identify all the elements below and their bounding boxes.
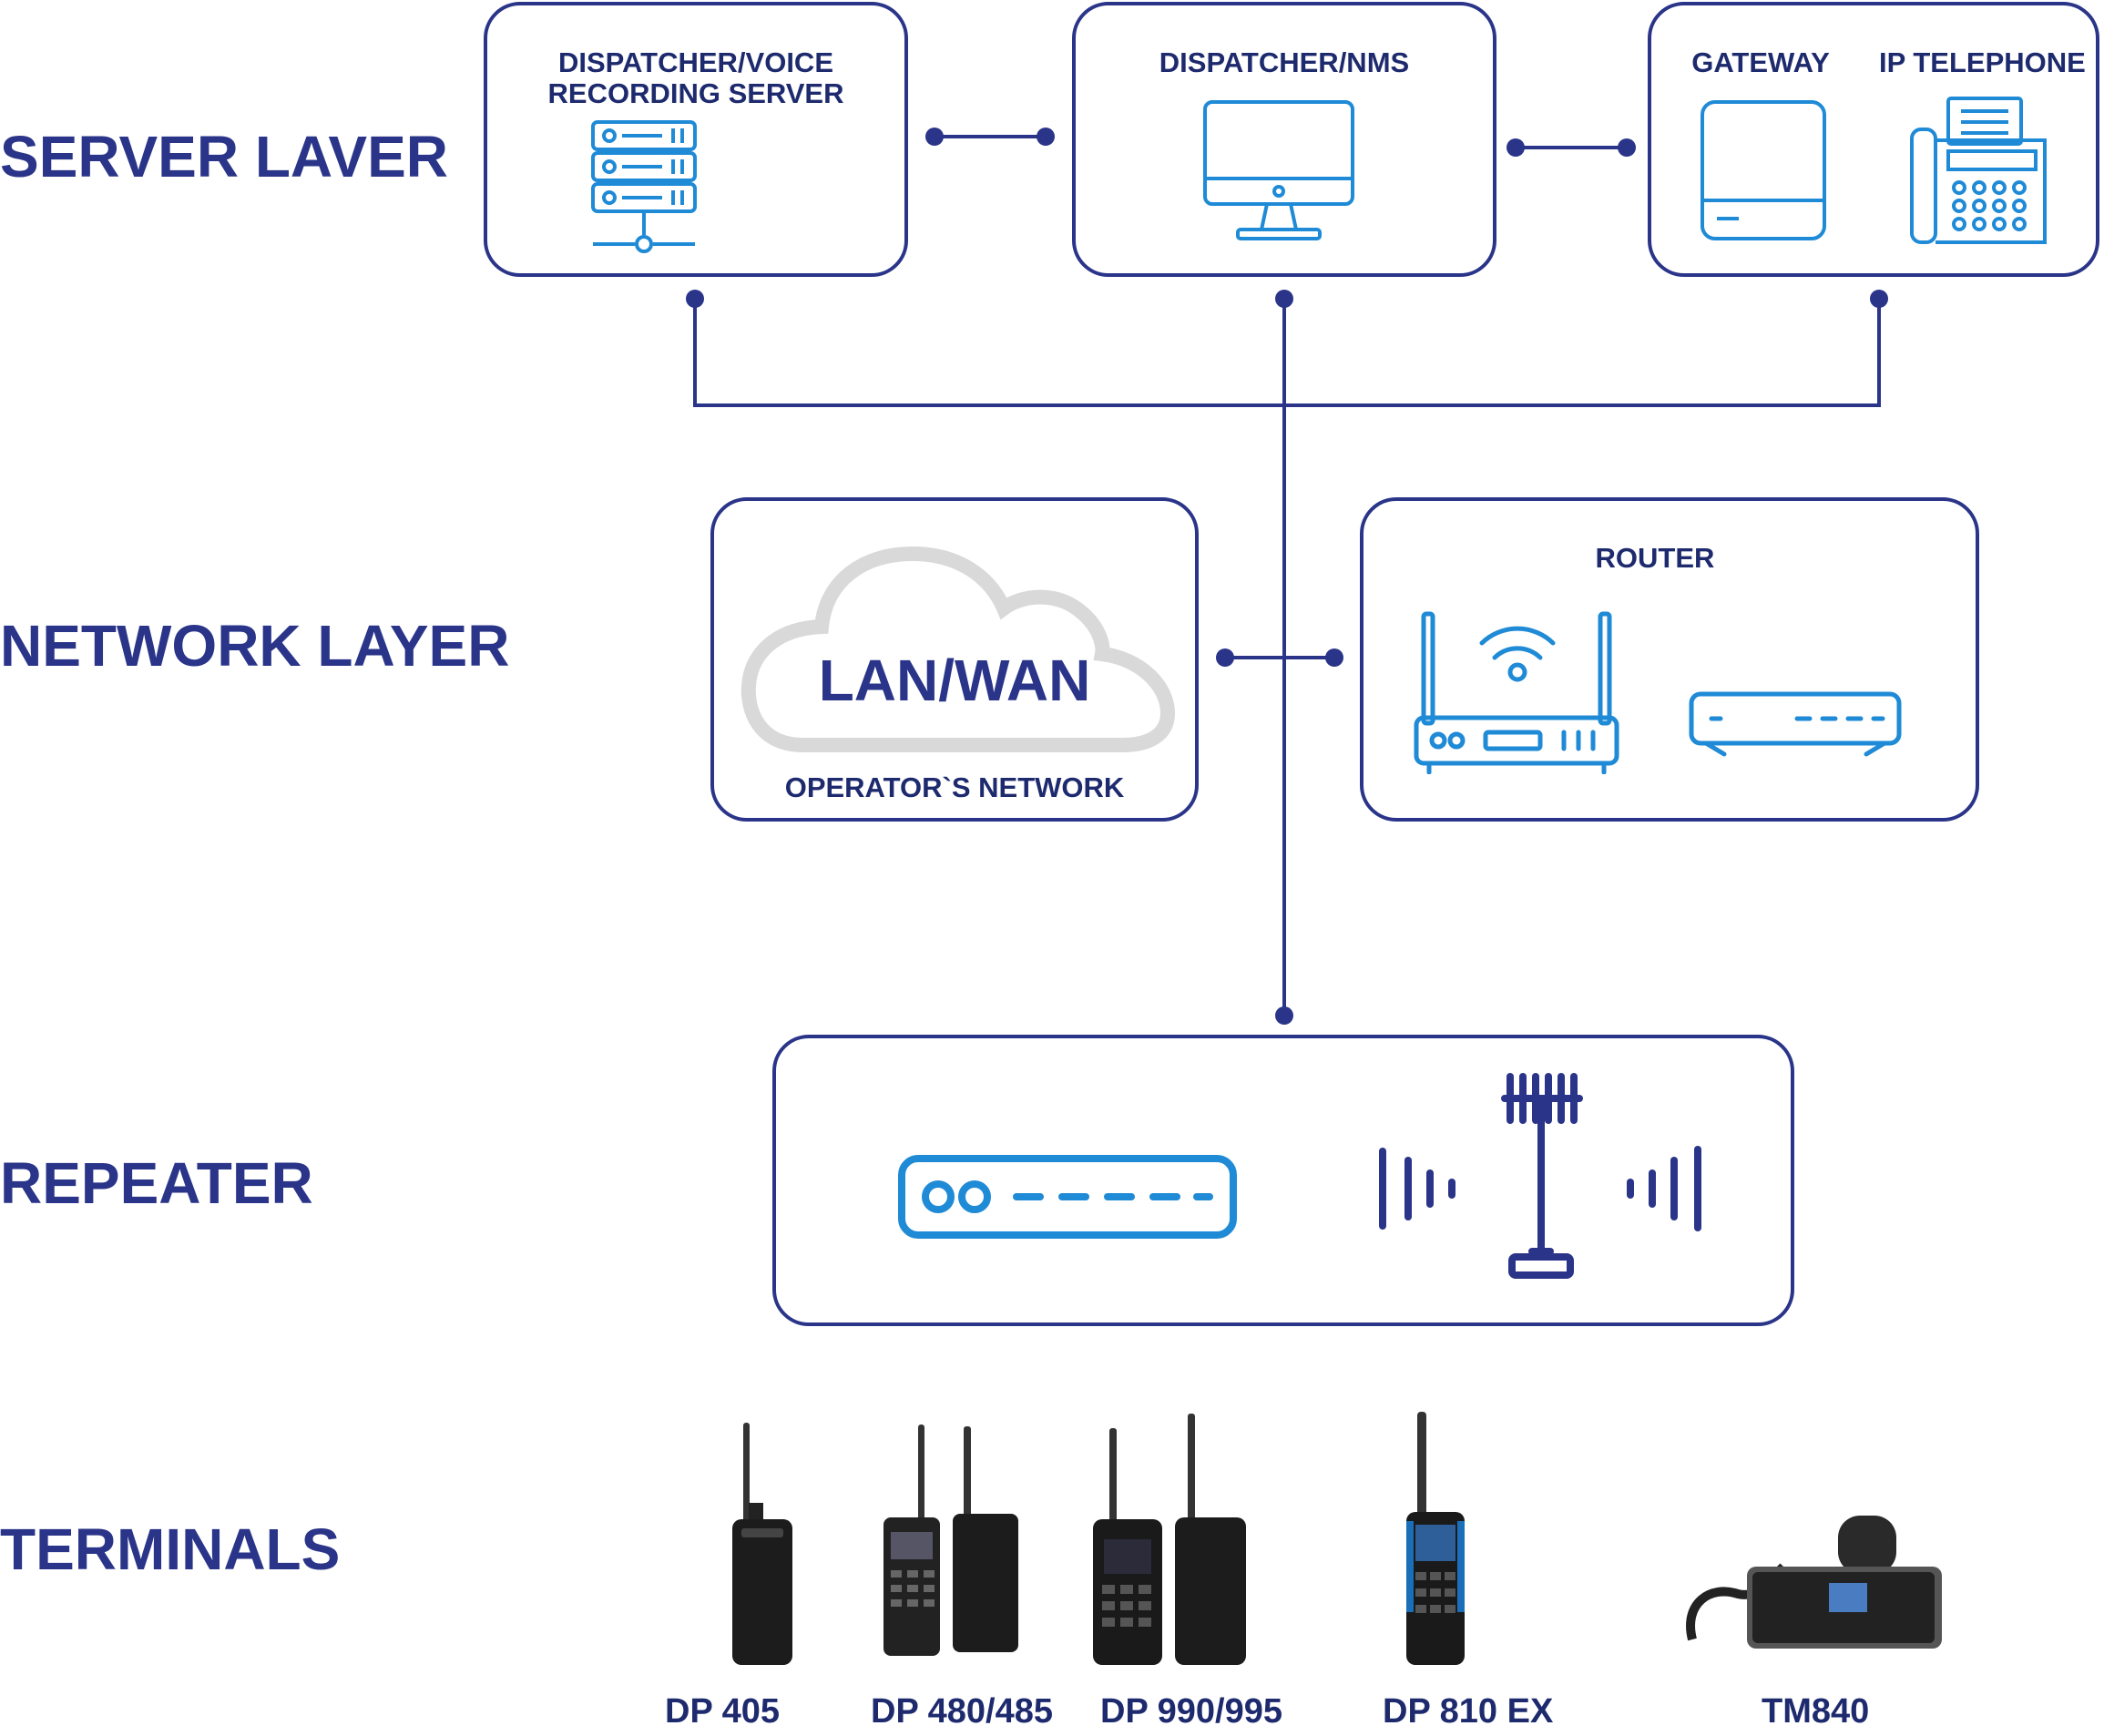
server-layer-label: SERVER LAVER — [0, 124, 448, 189]
gateway-title: GATEWAY — [1691, 46, 1830, 78]
telephone-title: IP TELEPHONE — [1879, 46, 2086, 78]
dispatcher-nms-box: DISPATCHER/NMS — [1072, 2, 1496, 277]
lan-wan-box: LAN/WAN OPERATOR`S NETWORK — [710, 497, 1199, 822]
monitor-icon — [1203, 100, 1354, 240]
gateway-box-icon — [1701, 100, 1826, 240]
radio-tm840-image — [1686, 1516, 1942, 1649]
gateway-telephone-box: GATEWAY IP TELEPHONE — [1648, 2, 2099, 277]
antenna-tower-icon — [1379, 1073, 1701, 1279]
terminal-label-dp990-995: DP 990/995 — [1100, 1692, 1283, 1731]
cloud-icon — [740, 546, 1176, 752]
recording-title-line2: RECORDING SERVER — [547, 77, 844, 109]
terminal-label-dp810ex: DP 810 EX — [1383, 1692, 1554, 1731]
server-rack-icon — [591, 120, 697, 253]
lan-wan-title: LAN/WAN — [818, 648, 1091, 713]
repeater-layer-label: REPEATER — [0, 1150, 313, 1216]
radio-dp480-485-image — [883, 1425, 1018, 1656]
nms-title: DISPATCHER/NMS — [1159, 46, 1410, 78]
repeater-device-icon — [898, 1155, 1237, 1239]
terminal-label-dp480-485: DP 480/485 — [871, 1692, 1054, 1731]
repeater-box — [772, 1035, 1794, 1326]
network-layer-label: NETWORK LAYER — [0, 613, 510, 679]
wifi-router-icon — [1414, 611, 1619, 774]
recording-server-title: DISPATCHER/VOICE RECORDING SERVER — [487, 47, 904, 109]
radio-dp405-image — [732, 1423, 792, 1665]
router-box: ROUTER — [1360, 497, 1979, 822]
router-title: ROUTER — [1595, 542, 1715, 574]
modem-icon — [1689, 691, 1902, 757]
recording-title-line1: DISPATCHER/VOICE — [558, 46, 833, 78]
terminal-label-tm840: TM840 — [1762, 1692, 1870, 1731]
fax-phone-icon — [1910, 97, 2047, 244]
server-bus-line — [693, 299, 1881, 407]
radio-dp810ex-image — [1406, 1412, 1465, 1665]
terminals-layer-label: TERMINALS — [0, 1516, 341, 1582]
terminal-label-dp405: DP 405 — [665, 1692, 781, 1731]
operator-network-label: OPERATOR`S NETWORK — [784, 771, 1125, 803]
radio-dp990-995-image — [1093, 1414, 1246, 1665]
recording-server-box: DISPATCHER/VOICE RECORDING SERVER — [484, 2, 908, 277]
